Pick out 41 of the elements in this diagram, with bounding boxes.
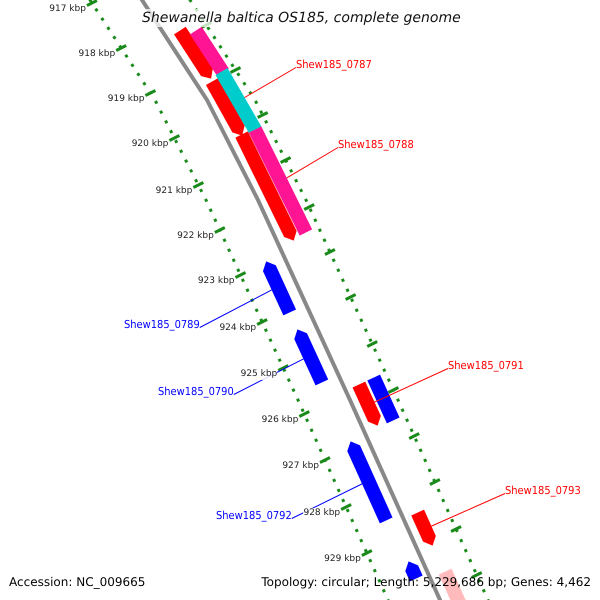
gene-label: Shew185_0793 xyxy=(505,484,581,497)
gene-block xyxy=(352,382,381,426)
position-label: 920 kbp xyxy=(132,139,168,150)
position-label: 925 kbp xyxy=(240,369,278,380)
gene-block xyxy=(262,261,296,316)
leader-line xyxy=(430,493,506,527)
leader-line xyxy=(291,483,363,519)
gene-block xyxy=(347,441,393,524)
gene-block xyxy=(248,126,312,236)
leader-line xyxy=(374,368,448,403)
gene-label: Shew185_0791 xyxy=(448,359,524,372)
position-label: 921 kbp xyxy=(156,186,192,197)
gene-block xyxy=(216,68,262,134)
position-label: 928 kbp xyxy=(303,508,340,519)
leader-line xyxy=(244,67,296,98)
position-label: 926 kbp xyxy=(262,415,298,426)
position-label: 919 kbp xyxy=(108,94,144,105)
gene-label: Shew185_0787 xyxy=(296,58,372,71)
genome-info-text: Topology: circular; Length: 5,229,686 bp; Genes: 4,462 xyxy=(261,575,591,589)
position-label: 929 kbp xyxy=(324,554,361,565)
gene-block xyxy=(411,510,436,546)
position-label: 924 kbp xyxy=(219,323,256,334)
position-label: 927 kbp xyxy=(282,461,319,472)
gene-block xyxy=(294,329,328,386)
position-label: 918 kbp xyxy=(78,49,116,60)
gene-block xyxy=(206,78,245,136)
position-label: 917 kbp xyxy=(49,4,86,15)
leader-line xyxy=(286,147,338,178)
gene-label: Shew185_0790 xyxy=(158,385,234,398)
leader-line xyxy=(199,289,272,328)
position-label: 923 kbp xyxy=(198,276,234,287)
genome-info-text: Accession: NC_009665 xyxy=(9,575,146,589)
genome-title: Shewanella baltica OS185, complete genome xyxy=(142,9,461,27)
gene-block xyxy=(190,26,229,76)
position-label: 922 kbp xyxy=(177,231,214,242)
gene-label: Shew185_0789 xyxy=(124,318,200,331)
gene-label: Shew185_0792 xyxy=(216,509,292,522)
gene-label: Shew185_0788 xyxy=(338,138,414,151)
gene-block xyxy=(174,26,213,79)
gene-block xyxy=(235,131,297,241)
gene-block xyxy=(367,374,400,424)
